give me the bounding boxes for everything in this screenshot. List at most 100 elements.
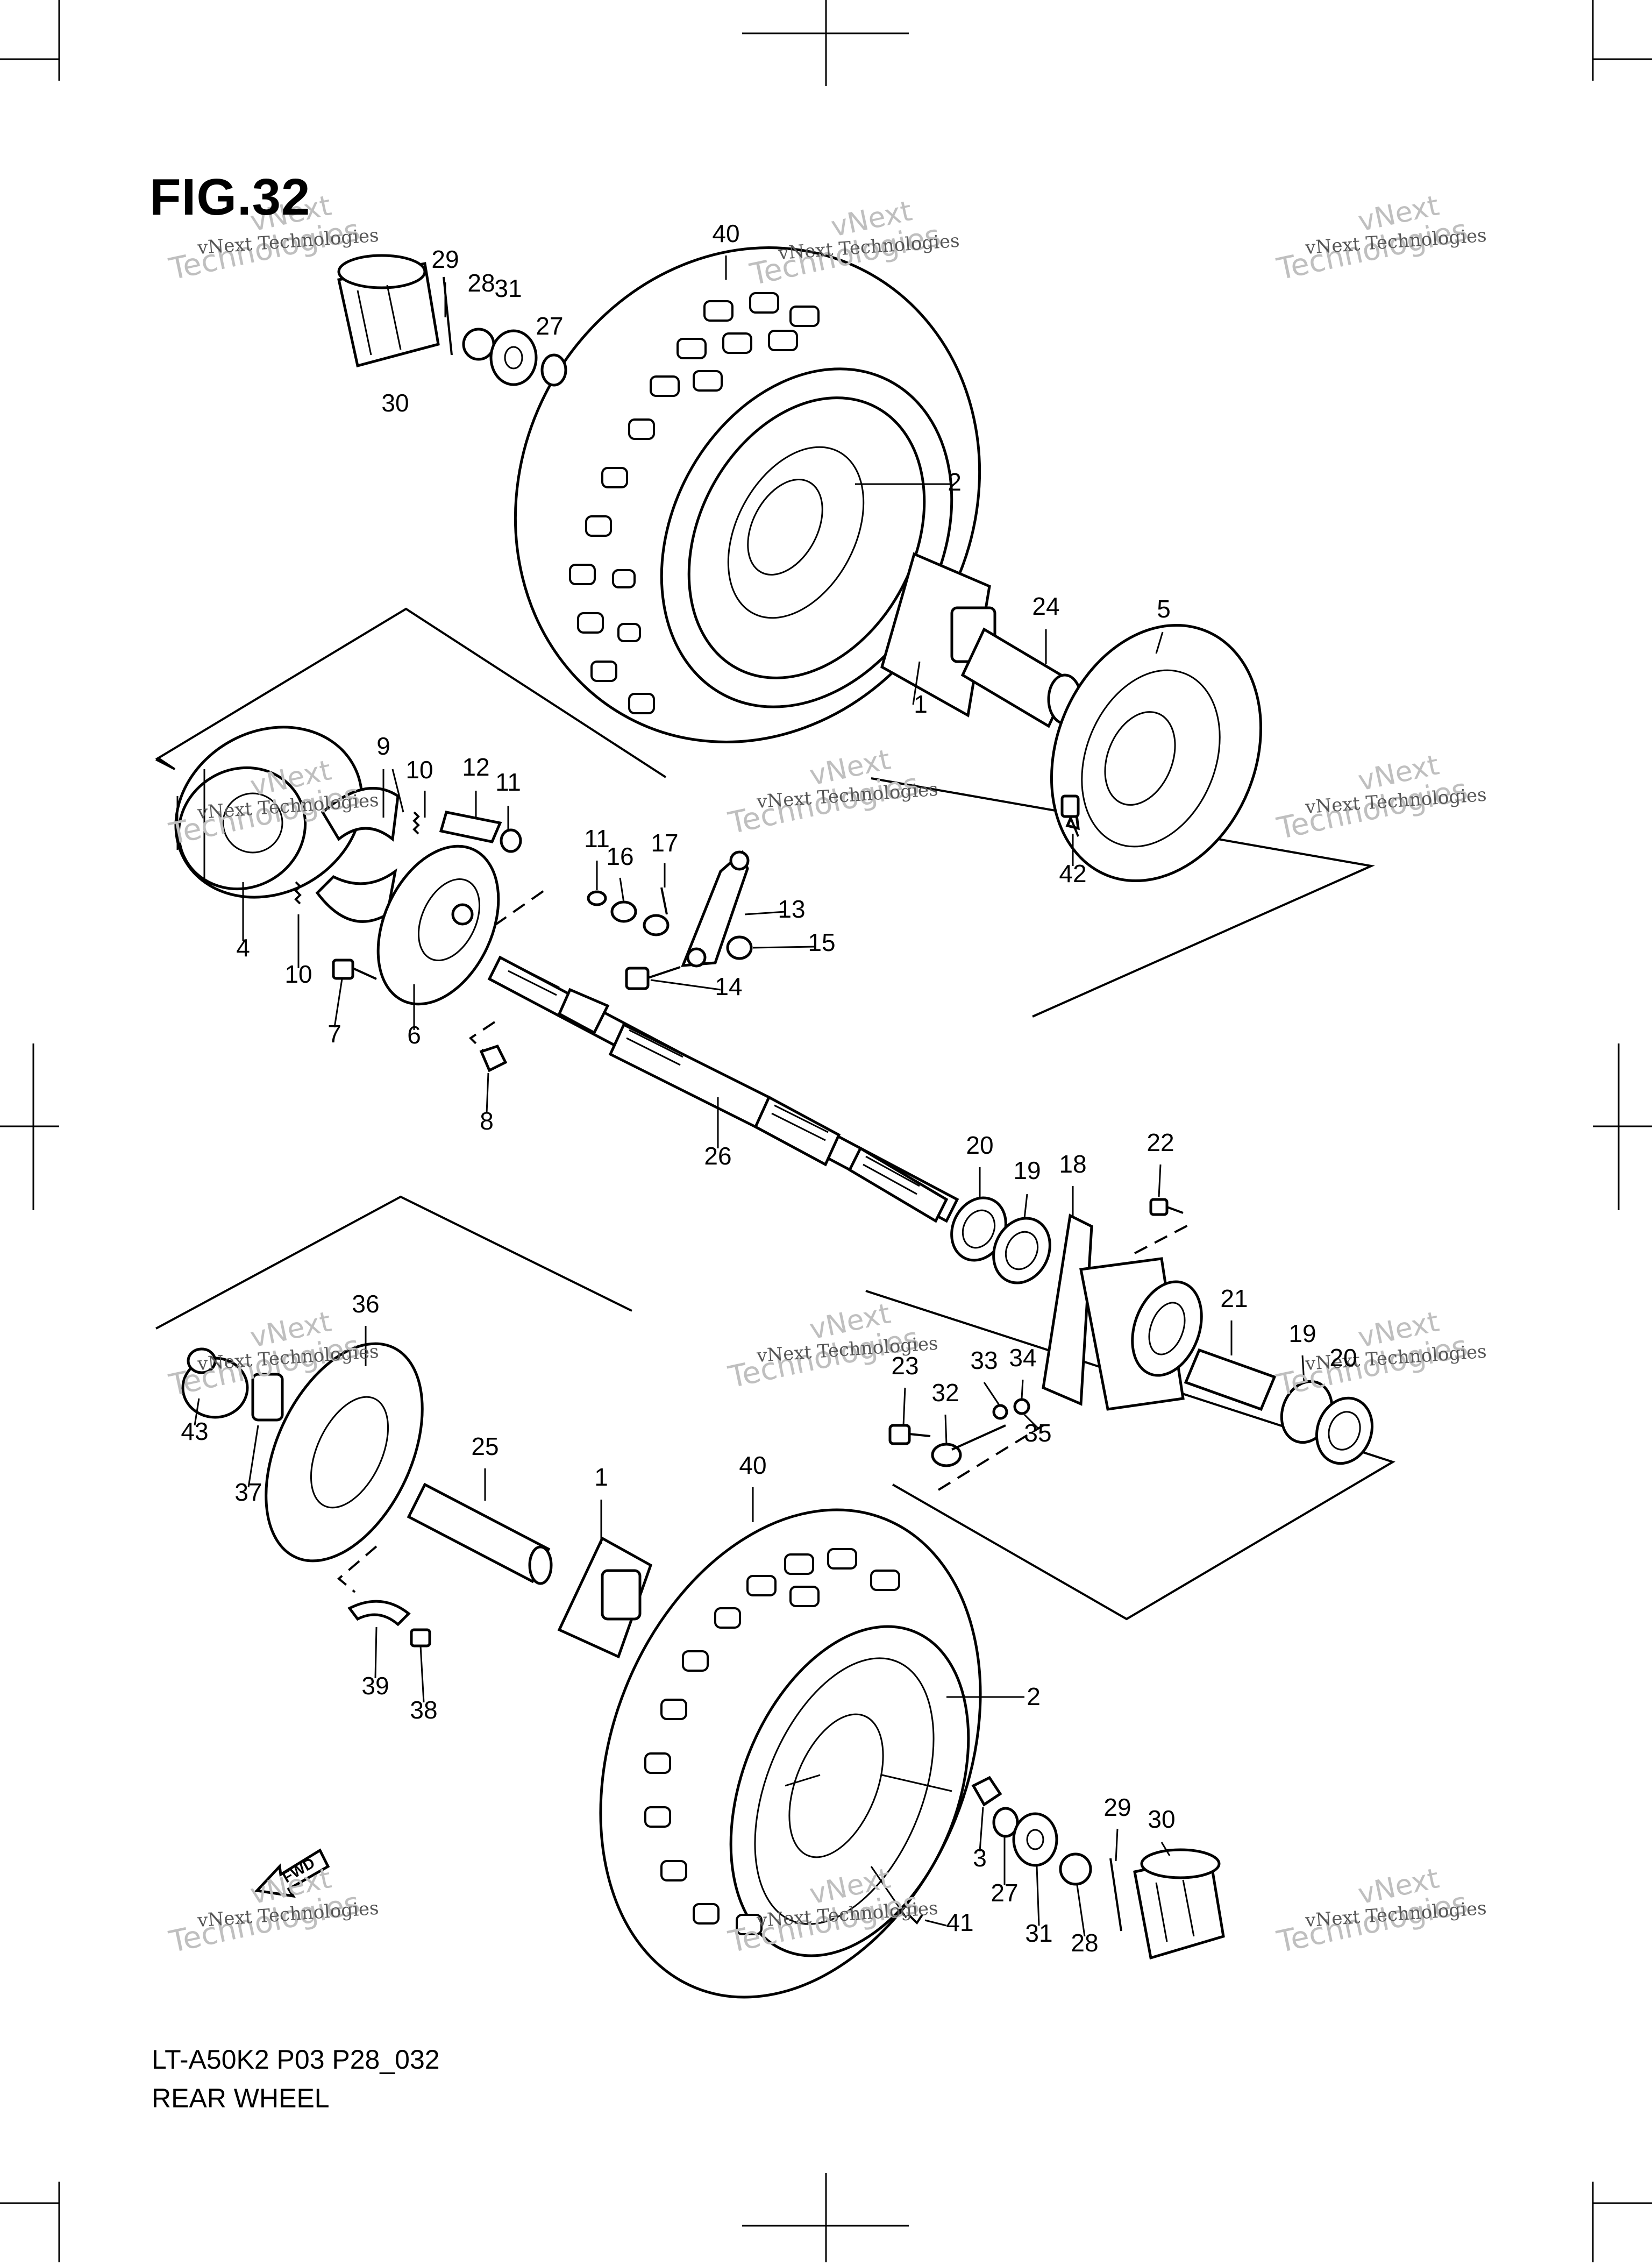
callout-5: 5 — [1157, 595, 1171, 623]
leader-line — [944, 1414, 948, 1445]
leader-line — [486, 1073, 489, 1114]
callout-28: 28 — [1071, 1929, 1098, 1957]
bearings-20-19 — [950, 1196, 1051, 1284]
leader-line — [870, 1866, 907, 1918]
callout-26: 26 — [704, 1142, 731, 1170]
leader-line — [650, 979, 721, 991]
leader-line — [374, 1627, 378, 1679]
callout-27: 27 — [536, 312, 563, 340]
leader-line — [1023, 1414, 1039, 1429]
leader-line — [419, 1645, 425, 1703]
rear-axle-26 — [487, 955, 959, 1223]
bottom-right-hub-parts — [971, 1776, 1225, 1960]
small-parts-11-17-16 — [587, 887, 670, 936]
callout-31: 31 — [1025, 1919, 1052, 1947]
callout-2: 2 — [948, 468, 962, 496]
callout-27: 27 — [991, 1879, 1018, 1907]
callout-30: 30 — [1148, 1805, 1175, 1833]
brake-shoes-9 — [315, 787, 400, 923]
footer-code: LT-A50K2 P03 P28_032 — [152, 2044, 440, 2075]
callout-38: 38 — [410, 1696, 437, 1724]
top-wheel-tire — [514, 246, 981, 743]
leader-line — [1160, 1842, 1171, 1856]
adjuster-parts-23-32-33-34-35 — [888, 1398, 1030, 1467]
bolt-7-nut-8 — [332, 958, 508, 1073]
dashed-guides — [337, 886, 1192, 1593]
callout-29: 29 — [1103, 1793, 1131, 1821]
callout-39: 39 — [361, 1672, 389, 1700]
leader-line — [902, 1387, 906, 1426]
leader-line — [744, 911, 786, 915]
callout-29: 29 — [431, 245, 459, 273]
callout-3: 3 — [973, 1844, 987, 1872]
callout-22: 22 — [1147, 1128, 1174, 1156]
callout-13: 13 — [778, 895, 805, 923]
leader-line — [924, 1919, 947, 1927]
leader-line — [1155, 631, 1164, 654]
spacer-21-bearings — [1184, 1348, 1374, 1465]
callout-32: 32 — [931, 1379, 959, 1407]
footer-name: REAR WHEEL — [152, 2083, 330, 2113]
bolt-42 — [1060, 794, 1080, 837]
leader-line — [333, 978, 343, 1028]
callout-10: 10 — [405, 756, 433, 784]
callout-40: 40 — [739, 1451, 766, 1479]
callout-8: 8 — [480, 1107, 494, 1135]
callout-36: 36 — [352, 1290, 379, 1318]
callout-6: 6 — [407, 1021, 421, 1049]
callout-35: 35 — [1024, 1419, 1051, 1447]
top-flange-and-spacer — [880, 552, 1083, 728]
clip-39-bolt-38 — [347, 1600, 431, 1648]
callout-18: 18 — [1059, 1150, 1086, 1178]
brake-panel-6 — [376, 844, 500, 1006]
leader-line — [1158, 1164, 1162, 1197]
leader-line — [1036, 1866, 1040, 1926]
leader-line — [1021, 1379, 1024, 1399]
leader-line — [247, 1425, 259, 1488]
callout-20: 20 — [1329, 1344, 1357, 1372]
callout-23: 23 — [891, 1352, 918, 1380]
leader-line — [983, 1382, 1000, 1405]
callout-37: 37 — [234, 1478, 262, 1506]
callout-11: 11 — [584, 825, 610, 853]
callout-42: 42 — [1059, 860, 1086, 887]
callout-11: 11 — [495, 768, 521, 796]
callout-43: 43 — [181, 1417, 208, 1445]
callout-15: 15 — [808, 928, 835, 956]
leader-line — [912, 661, 921, 705]
callout-20: 20 — [966, 1131, 993, 1159]
leader-line — [785, 1774, 821, 1787]
sprocket-36-hub-37 — [181, 1342, 424, 1563]
callout-17: 17 — [651, 829, 678, 857]
bolt-14-nut-15 — [625, 935, 753, 990]
callout-24: 24 — [1032, 592, 1059, 620]
leader-line — [979, 1807, 984, 1852]
spacer-25 — [407, 1482, 553, 1585]
callout-1: 1 — [594, 1463, 608, 1491]
callout-19: 19 — [1013, 1156, 1041, 1184]
leader-line — [619, 877, 625, 903]
leader-line — [1115, 1828, 1119, 1862]
callout-1: 1 — [914, 690, 928, 718]
callout-16: 16 — [606, 842, 633, 870]
callout-40: 40 — [712, 219, 739, 247]
leader-line — [391, 769, 404, 813]
brake-drum-4 — [174, 726, 364, 899]
leader-line — [194, 1398, 200, 1426]
callout-7: 7 — [327, 1020, 341, 1048]
leader-line — [1301, 1355, 1305, 1383]
valve-41 — [908, 1914, 923, 1925]
callout-2: 2 — [1027, 1682, 1041, 1710]
axle-housing-18 — [1042, 1213, 1203, 1411]
top-left-hub-parts — [337, 254, 567, 387]
springs-10 — [294, 811, 420, 905]
figure-title: FIG.32 — [149, 168, 311, 226]
callout-9: 9 — [376, 732, 390, 760]
top-brake-drum-cover — [1050, 624, 1263, 882]
